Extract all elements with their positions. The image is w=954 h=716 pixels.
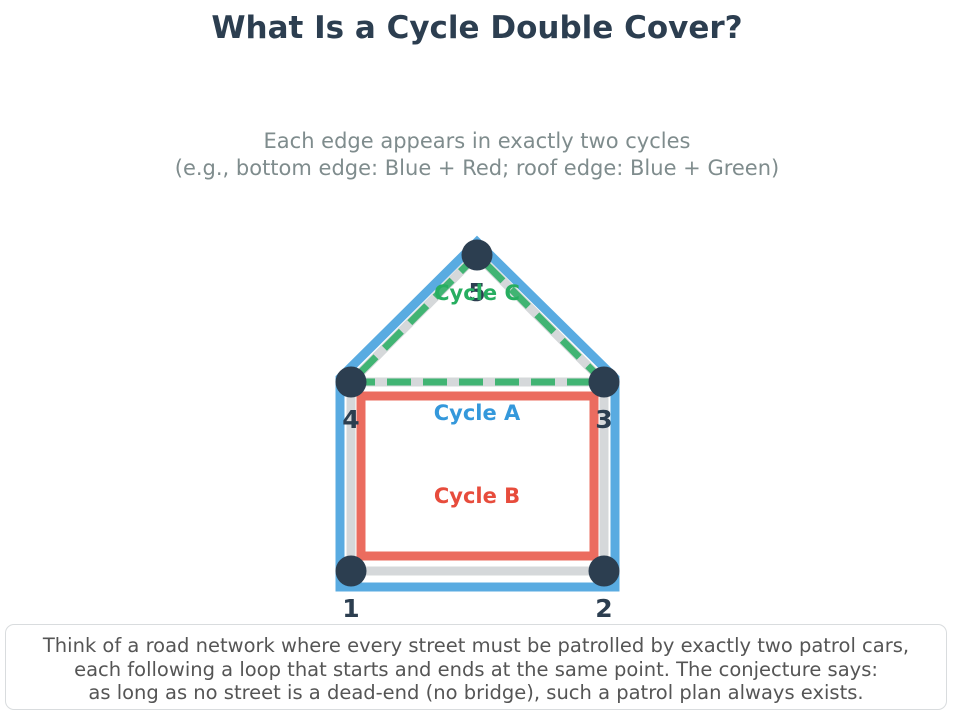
vertex-label-1: 1 <box>342 594 359 623</box>
cycle-c-line <box>342 250 613 386</box>
vertex-label-3: 3 <box>595 405 612 434</box>
diagram-subtitle: Each edge appears in exactly two cycles … <box>0 128 954 182</box>
cycle-a-path <box>335 235 620 592</box>
explanation-box: Think of a road network where every stre… <box>5 624 947 710</box>
caption-line-3: as long as no street is a dead-end (no b… <box>88 681 864 704</box>
subtitle-line-1: Each edge appears in exactly two cycles <box>263 129 691 153</box>
vertices <box>335 239 620 587</box>
cycle-b-path <box>356 391 599 561</box>
vertex-4 <box>335 366 367 398</box>
subtitle-line-2: (e.g., bottom edge: Blue + Red; roof edg… <box>174 156 780 180</box>
diagram-title: What Is a Cycle Double Cover? <box>211 10 743 46</box>
vertex-label-4: 4 <box>342 405 359 434</box>
cycle-c-path <box>342 250 613 386</box>
vertex-label-5: 5 <box>468 278 485 307</box>
vertex-3 <box>588 366 620 398</box>
cycle-label-c: Cycle C <box>434 281 520 305</box>
cycle-b-line <box>356 391 599 561</box>
vertex-5 <box>461 239 493 271</box>
vertex-2 <box>588 555 620 587</box>
cycle-label-b: Cycle B <box>434 484 520 508</box>
cycle-labels: Cycle A Cycle B Cycle C <box>434 281 521 508</box>
cycle-a-line <box>335 235 620 592</box>
vertex-label-2: 2 <box>595 594 612 623</box>
vertex-1 <box>335 555 367 587</box>
cycle-label-a: Cycle A <box>434 401 521 425</box>
caption-line-2: each following a loop that starts and en… <box>74 657 878 681</box>
vertex-labels: 1 2 3 4 5 <box>342 278 612 623</box>
caption-line-1: Think of a road network where every stre… <box>42 634 910 657</box>
